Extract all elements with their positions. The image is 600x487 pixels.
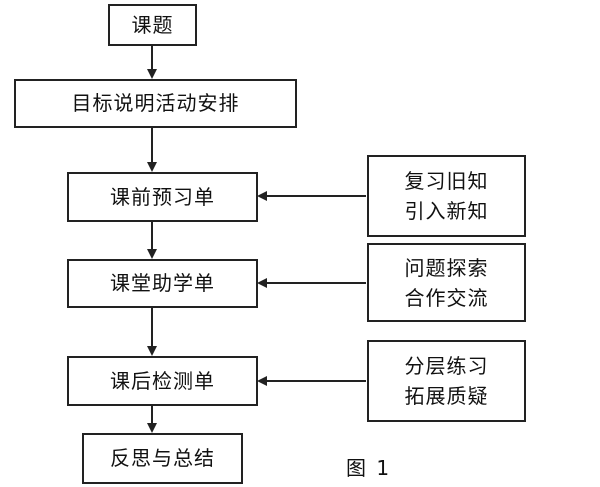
post-class-label: 课后检测单 xyxy=(110,368,215,393)
side-review-line1: 复习旧知 xyxy=(404,169,489,193)
goal-label: 目标说明活动安排 xyxy=(71,91,240,115)
side-explore-line2: 合作交流 xyxy=(404,285,489,310)
post-class-box: 课后检测单 xyxy=(67,356,258,406)
topic-box: 课题 xyxy=(108,4,197,46)
side-practice-line1: 分层练习 xyxy=(404,354,489,378)
side-practice-line2: 拓展质疑 xyxy=(404,384,489,408)
reflection-box: 反思与总结 xyxy=(82,433,243,484)
topic-label: 课题 xyxy=(131,12,174,37)
side-review-line2: 引入新知 xyxy=(404,199,489,223)
pre-class-box: 课前预习单 xyxy=(67,172,258,222)
in-class-label: 课堂助学单 xyxy=(110,271,215,295)
side-box-review: 复习旧知 引入新知 xyxy=(367,155,526,237)
side-box-practice: 分层练习 拓展质疑 xyxy=(367,340,526,422)
in-class-box: 课堂助学单 xyxy=(67,259,258,308)
side-explore-line1: 问题探索 xyxy=(404,255,489,280)
pre-class-label: 课前预习单 xyxy=(110,184,215,209)
goal-box: 目标说明活动安排 xyxy=(14,79,297,128)
side-box-explore: 问题探索 合作交流 xyxy=(367,243,526,322)
figure-caption: 图 1 xyxy=(346,456,392,480)
reflection-label: 反思与总结 xyxy=(110,446,215,470)
